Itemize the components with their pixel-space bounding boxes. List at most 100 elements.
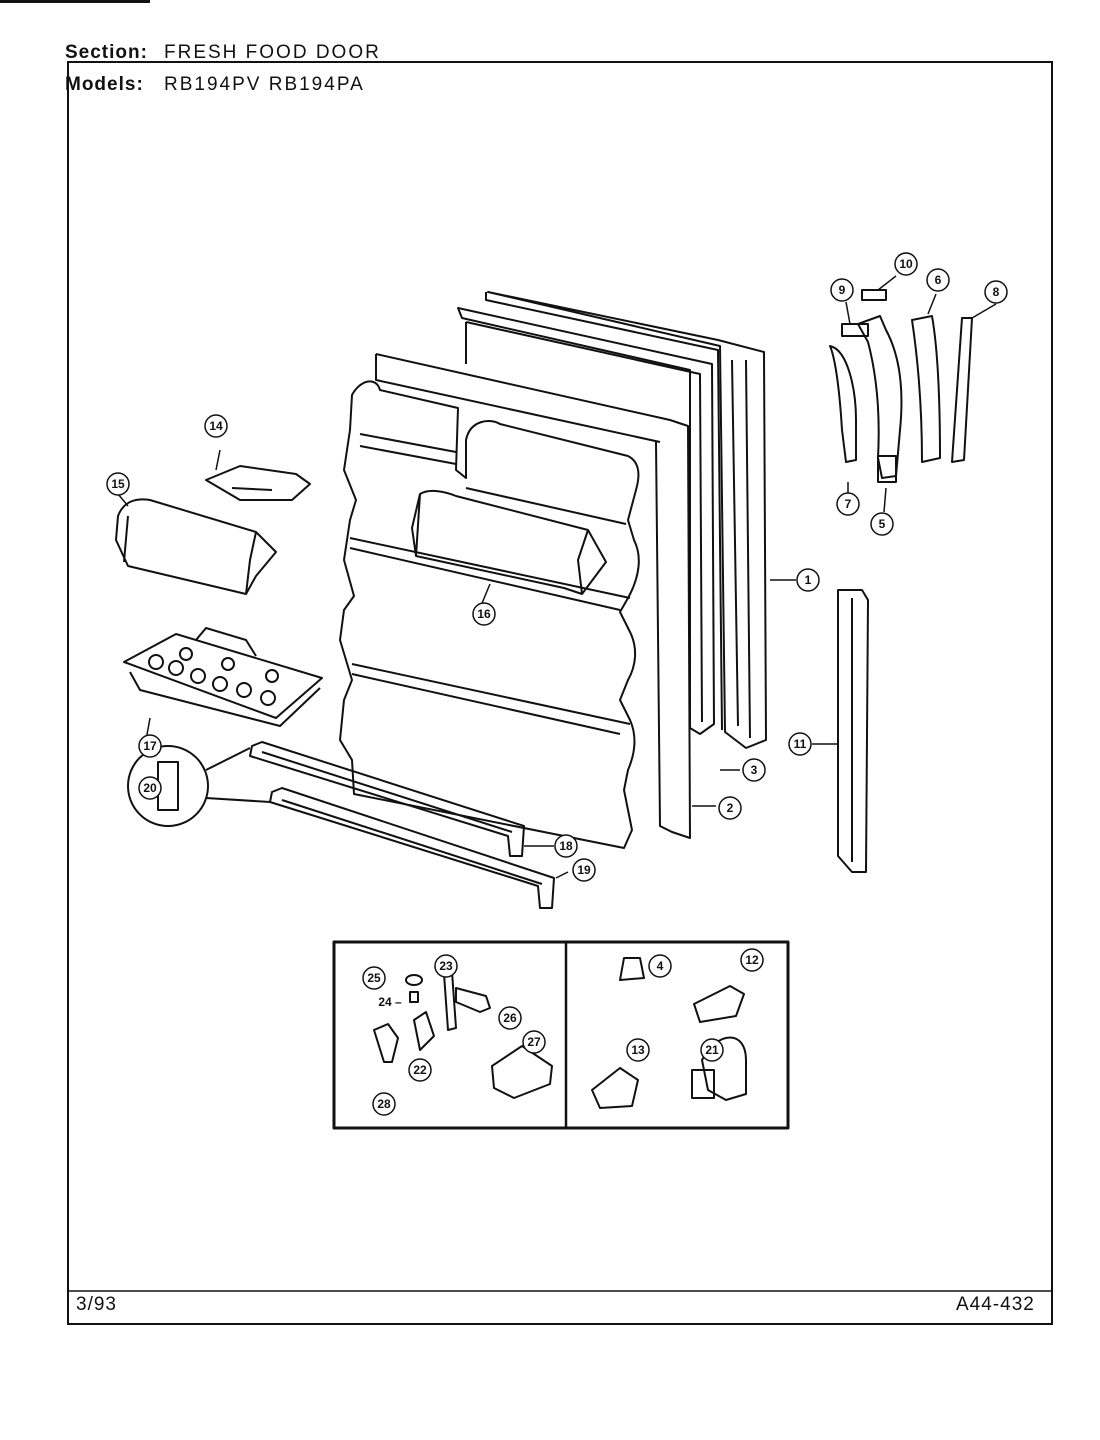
callout-circle	[362, 966, 386, 990]
callout-number: 25	[367, 971, 381, 985]
callout-circle	[204, 414, 228, 438]
callout-17: 17	[138, 734, 162, 758]
callout-1: 1	[796, 568, 820, 592]
callout-number: 28	[377, 1097, 391, 1111]
callout-circle	[700, 1038, 724, 1062]
callout-circle	[554, 834, 578, 858]
callout-number: 11	[794, 737, 807, 751]
page-frame	[67, 61, 1053, 1325]
small-shelf	[205, 465, 311, 501]
callout-circle	[742, 758, 766, 782]
butter-compartment	[115, 498, 277, 595]
callout-number: 7	[845, 497, 852, 511]
callout-circle	[572, 858, 596, 882]
callout-22: 22	[408, 1058, 432, 1082]
callout-4: 4	[648, 954, 672, 978]
hinge-assembly	[829, 289, 973, 483]
callout-number: 10	[899, 257, 913, 271]
footer-date: 3/93	[76, 1294, 117, 1315]
callout-23: 23	[434, 954, 458, 978]
footer-doc-number: A44-432	[956, 1294, 1035, 1315]
callout-6: 6	[926, 268, 950, 292]
callout-7: 7	[836, 492, 860, 516]
callout-number: 14	[209, 419, 223, 433]
callout-number: 24 –	[378, 995, 402, 1009]
callout-number: 5	[879, 517, 886, 531]
callout-circle	[472, 602, 496, 626]
callout-number: 22	[413, 1063, 427, 1077]
callout-21: 21	[700, 1038, 724, 1062]
models-label: Models:	[65, 74, 144, 95]
callout-number: 19	[577, 863, 591, 877]
callout-number: 9	[839, 283, 846, 297]
callout-circle	[894, 252, 918, 276]
callout-circle	[498, 1006, 522, 1030]
callout-circle	[718, 796, 742, 820]
callout-circle	[830, 278, 854, 302]
callout-15: 15	[106, 472, 130, 496]
callout-12: 12	[740, 948, 764, 972]
callout-circle	[626, 1038, 650, 1062]
callout-circle	[408, 1058, 432, 1082]
callout-circle	[106, 472, 130, 496]
callout-number: 16	[477, 607, 491, 621]
callout-circle	[740, 948, 764, 972]
callout-11: 11	[788, 732, 812, 756]
small-parts-box	[332, 940, 790, 1130]
hinge-cover	[837, 589, 869, 873]
callout-number: 26	[503, 1011, 517, 1025]
callout-16: 16	[472, 602, 496, 626]
callout-circle	[836, 492, 860, 516]
callout-number: 4	[657, 959, 664, 973]
callout-number: 12	[745, 953, 759, 967]
callout-circle	[138, 734, 162, 758]
callout-number: 21	[705, 1043, 719, 1057]
callout-13: 13	[626, 1038, 650, 1062]
callout-5: 5	[870, 512, 894, 536]
section-value: FRESH FOOD DOOR	[164, 42, 381, 63]
callout-26: 26	[498, 1006, 522, 1030]
callout-circle	[648, 954, 672, 978]
bottom-trim-upper	[249, 741, 525, 857]
callout-circle	[434, 954, 458, 978]
callout-circle	[984, 280, 1008, 304]
callout-19: 19	[572, 858, 596, 882]
callout-3: 3	[742, 758, 766, 782]
callout-circle	[138, 776, 162, 800]
callout-number: 20	[143, 781, 157, 795]
callout-2: 2	[718, 796, 742, 820]
dairy-compartment	[411, 489, 607, 595]
egg-tray	[123, 627, 323, 727]
callout-9: 9	[830, 278, 854, 302]
models-value: RB194PV RB194PA	[164, 74, 365, 95]
callout-number: 15	[111, 477, 125, 491]
door-liner	[339, 353, 691, 849]
door-gasket	[457, 307, 715, 735]
callout-14: 14	[204, 414, 228, 438]
outer-door-panel	[485, 291, 767, 749]
section-label: Section:	[65, 42, 148, 63]
callout-number: 8	[993, 285, 1000, 299]
callout-number: 18	[559, 839, 573, 853]
callout-number: 23	[439, 959, 453, 973]
callout-28: 28	[372, 1092, 396, 1116]
callout-number: 3	[751, 763, 758, 777]
callout-circle	[870, 512, 894, 536]
callout-circle	[372, 1092, 396, 1116]
callout-8: 8	[984, 280, 1008, 304]
callout-circle	[796, 568, 820, 592]
callout-20: 20	[138, 776, 162, 800]
callout-24: 24 –	[378, 995, 402, 1009]
callout-18: 18	[554, 834, 578, 858]
callout-number: 27	[527, 1035, 541, 1049]
callout-circle	[926, 268, 950, 292]
callout-number: 13	[631, 1043, 645, 1057]
callout-number: 17	[143, 739, 157, 753]
callout-number: 6	[935, 273, 942, 287]
callout-number: 2	[727, 801, 734, 815]
callout-25: 25	[362, 966, 386, 990]
callout-circle	[522, 1030, 546, 1054]
callout-10: 10	[894, 252, 918, 276]
